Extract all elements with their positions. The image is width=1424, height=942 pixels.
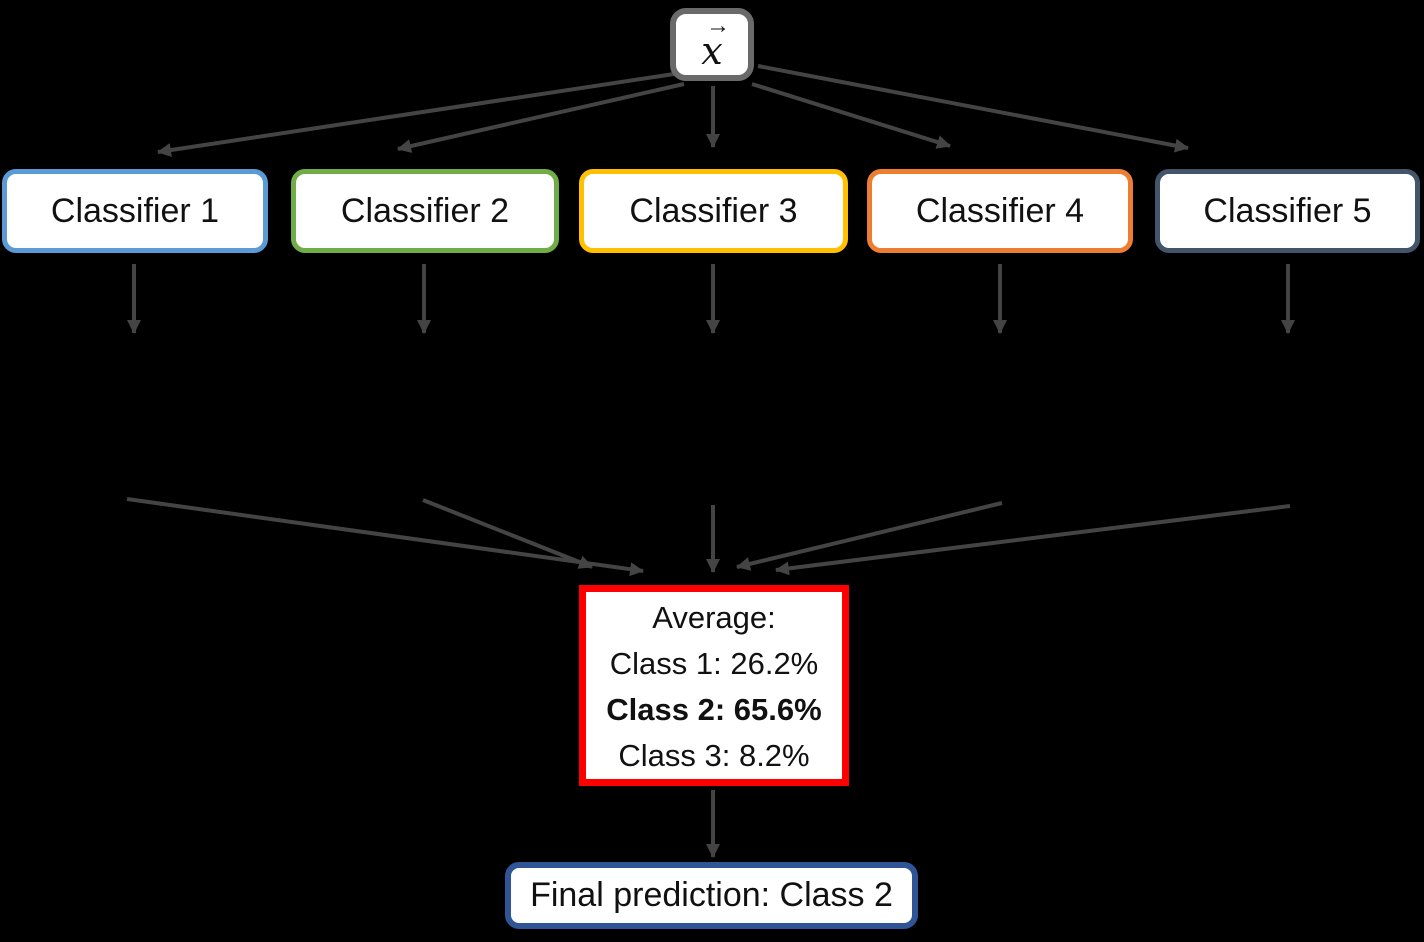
arrow-classifier-2-to-average bbox=[422, 498, 593, 569]
classifier-1-node: Classifier 1 bbox=[2, 169, 268, 253]
arrow-classifier-1-to-average bbox=[126, 497, 644, 577]
arrow-input-to-classifier-1 bbox=[157, 72, 675, 157]
arrow-input-to-classifier-5 bbox=[757, 64, 1189, 153]
classifier-4-node: Classifier 4 bbox=[867, 169, 1133, 253]
classifier-3-label: Classifier 3 bbox=[629, 191, 798, 230]
average-title: Average: bbox=[652, 599, 776, 635]
classifier-4-label: Classifier 4 bbox=[915, 191, 1085, 230]
average-class-2-probability: Class 2: 65.6% bbox=[606, 691, 822, 727]
classifier-2-label: Classifier 2 bbox=[340, 191, 510, 230]
average-result-node: Average: Class 1: 26.2% Class 2: 65.6% C… bbox=[579, 585, 849, 786]
classifier-2-node: Classifier 2 bbox=[291, 169, 559, 253]
classifier-5-node: Classifier 5 bbox=[1155, 169, 1420, 253]
vector-arrow-glyph: → bbox=[706, 11, 730, 39]
average-class-1-probability: Class 1: 26.2% bbox=[609, 645, 819, 681]
average-class-3-probability: Class 3: 8.2% bbox=[618, 737, 810, 773]
arrow-input-to-classifier-2 bbox=[397, 82, 685, 153]
arrow-input-to-classifier-4 bbox=[751, 82, 951, 149]
arrow-classifier-4-to-average bbox=[736, 501, 1003, 571]
final-prediction-label: Final prediction: Class 2 bbox=[530, 876, 893, 914]
input-vector-node: → x bbox=[670, 8, 754, 81]
classifier-3-node: Classifier 3 bbox=[579, 169, 848, 253]
classifier-5-label: Classifier 5 bbox=[1203, 191, 1372, 230]
arrow-classifier-5-to-average bbox=[775, 504, 1291, 576]
classifier-1-label: Classifier 1 bbox=[50, 191, 220, 230]
vector-x-symbol: → x bbox=[700, 13, 730, 73]
vector-x-letter: x bbox=[701, 28, 723, 73]
final-prediction-node: Final prediction: Class 2 bbox=[505, 862, 918, 929]
